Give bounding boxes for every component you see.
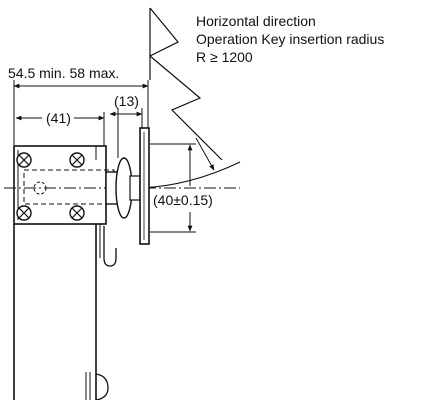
dim-40-label-bg [150,190,252,210]
dim-40-label: (40±0.15) [153,192,213,208]
note-horizontal-direction: Horizontal direction [196,13,316,29]
release-lever [103,226,117,267]
break-line [148,7,223,161]
dim-41-label: (41) [46,110,71,126]
screw-bottom-right [69,205,85,221]
note-radius-value: R ≥ 1200 [196,49,253,65]
screw-top-right [69,152,85,168]
operation-key-plate [139,127,150,245]
screw-bottom-left [16,205,32,221]
note-insertion-radius: Operation Key insertion radius [196,31,384,47]
dim-13-label: (13) [114,93,139,109]
screw-top-left [16,152,32,168]
key-neck [129,175,141,201]
conduit-bump [95,373,109,401]
arc-arrow-stem [195,137,215,171]
dim-overall-label: 54.5 min. 58 max. [8,65,119,81]
